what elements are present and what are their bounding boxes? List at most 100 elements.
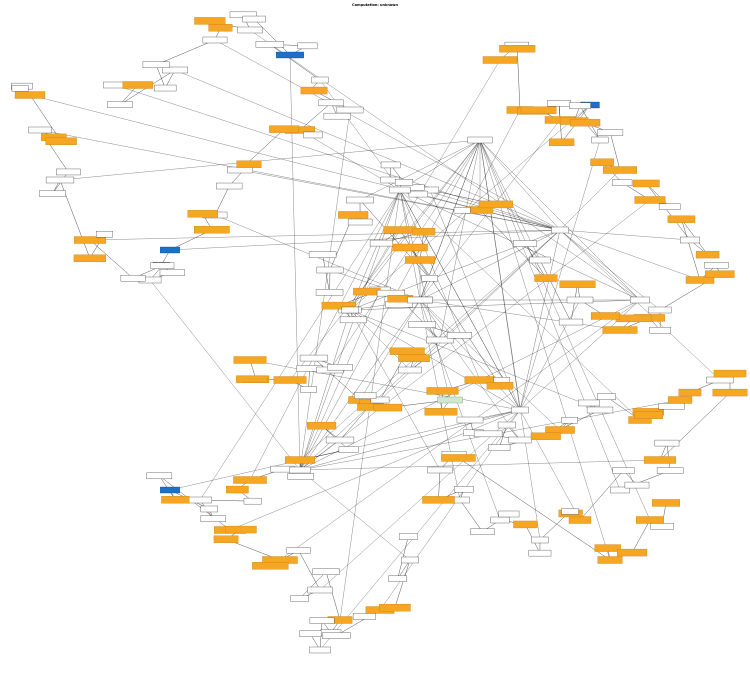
graph-edge (479, 139, 521, 411)
op-node (456, 416, 484, 424)
op-node (467, 136, 493, 144)
graph-edge (156, 39, 216, 65)
op-node (488, 444, 511, 451)
op-node (311, 76, 329, 84)
graph-edge (539, 259, 572, 323)
output-node (276, 51, 304, 59)
graph-edge (349, 139, 481, 311)
graph-edge (214, 39, 561, 231)
op-node (398, 533, 418, 540)
parameter-node (236, 375, 268, 383)
op-node (56, 168, 81, 176)
op-node (347, 218, 373, 226)
op-node (227, 166, 253, 174)
op-node (303, 131, 323, 139)
graph-edge (214, 185, 230, 216)
graph-edge (249, 29, 641, 301)
parameter-node (187, 210, 218, 218)
parameter-node (530, 432, 561, 440)
op-node (704, 262, 729, 269)
graph-edge (479, 139, 641, 301)
op-node (650, 523, 674, 530)
op-node (394, 179, 414, 186)
graph-edge (349, 59, 501, 311)
graph-edge (399, 139, 481, 191)
op-node (498, 510, 520, 518)
op-node (309, 646, 331, 654)
graph-edge (289, 139, 481, 381)
op-node (497, 421, 516, 429)
graph-edge (155, 64, 166, 89)
parameter-node (273, 376, 307, 384)
op-node (299, 354, 328, 362)
graph-edge (299, 299, 641, 471)
graph-edge (399, 189, 641, 421)
graph-edge (479, 139, 541, 261)
parameter-node (569, 118, 601, 127)
graph-edge (299, 409, 521, 471)
graph-edge (322, 254, 330, 293)
graph-edge (559, 229, 721, 381)
op-node (446, 332, 472, 339)
op-node (508, 436, 532, 444)
graph-title: Computation: unknown (352, 3, 398, 7)
graph-edge (29, 94, 62, 142)
parameter-node (194, 226, 230, 234)
graph-edge (279, 299, 641, 561)
op-node (39, 190, 66, 197)
op-node (289, 466, 311, 474)
parameter-node (441, 454, 476, 462)
parameter-node (651, 499, 681, 507)
graph-edge (419, 299, 521, 441)
op-node (325, 436, 355, 444)
op-node (346, 196, 374, 204)
op-node (470, 528, 495, 535)
parameter-node (597, 556, 623, 564)
graph-edge (519, 299, 581, 411)
graph-edge (308, 368, 310, 390)
graph-edge (479, 209, 547, 279)
graph-edge (298, 550, 321, 591)
op-node (426, 336, 454, 344)
graph-edge (419, 299, 621, 331)
op-node (339, 316, 367, 324)
op-node (511, 406, 529, 414)
op-node (146, 472, 173, 480)
graph-edge (399, 189, 481, 381)
graph-edge (646, 183, 691, 241)
parameter-node (590, 158, 614, 166)
op-node (290, 595, 309, 602)
graph-edge (459, 499, 483, 532)
graph-edge (517, 48, 521, 111)
op-node (312, 568, 340, 575)
op-node (398, 366, 422, 374)
op-node (453, 207, 471, 214)
graph-edge (646, 183, 670, 207)
op-node (162, 66, 188, 74)
graph-edge (559, 229, 691, 241)
graph-edge (479, 139, 611, 561)
op-node (680, 236, 700, 244)
graph-edge (299, 571, 327, 599)
op-node (216, 182, 243, 190)
op-node (612, 467, 635, 474)
op-node (107, 101, 133, 108)
op-node (566, 296, 594, 304)
parameter-node (549, 138, 575, 146)
parameter-node (486, 382, 514, 390)
graph-edge (458, 457, 611, 561)
graph-edge (479, 139, 561, 231)
op-node (408, 321, 436, 328)
graph-edge (299, 102, 332, 131)
graph-edge (114, 84, 561, 231)
parameter-node (161, 496, 190, 504)
parameter-node (14, 91, 46, 99)
node-layer (11, 11, 748, 654)
parameter-node (392, 243, 428, 252)
parameter-node (632, 179, 660, 188)
op-node (322, 632, 351, 639)
graph-edge (438, 469, 441, 500)
op-node (389, 186, 411, 194)
parameter-node (712, 388, 748, 397)
op-node (630, 296, 650, 304)
